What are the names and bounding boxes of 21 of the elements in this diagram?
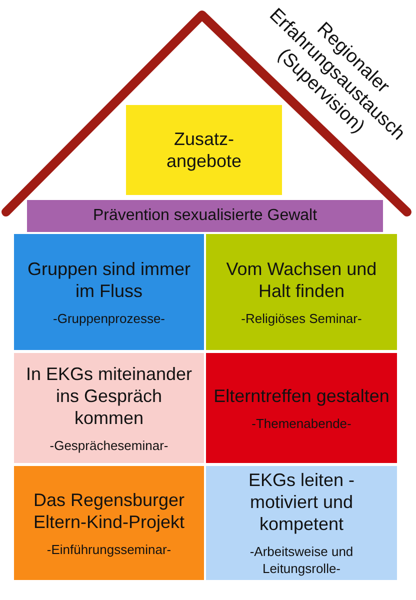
box-subtitle: -Gesprächeseminar- xyxy=(50,436,168,454)
box-subtitle: -Einführungsseminar- xyxy=(46,540,172,558)
seminar-box xyxy=(14,353,204,463)
box-title: Zusatz- angebote xyxy=(166,128,242,172)
seminar-box xyxy=(206,466,397,580)
prevention-band xyxy=(27,200,383,232)
box-title: In EKGs miteinander ins Gespräch kommen xyxy=(24,362,194,428)
box-title: Prävention sexualisierte Gewalt xyxy=(92,206,318,226)
seminar-box xyxy=(14,466,204,580)
box-title: Gruppen sind immer im Fluss xyxy=(26,258,192,302)
box-title: Elterntreffen gestalten xyxy=(214,384,390,406)
box-title: EKGs leiten - motiviert und kompetent xyxy=(247,469,356,535)
box-subtitle: -Gruppenprozesse- xyxy=(53,310,165,326)
box-subtitle: -Religiöses Seminar- xyxy=(241,310,362,326)
box-subtitle: -Arbeitsweise und Leitungsrolle- xyxy=(248,543,354,577)
box-title: Vom Wachsen und Halt finden xyxy=(225,258,378,302)
box-subtitle: -Themenabende- xyxy=(252,414,352,432)
seminar-box xyxy=(14,234,204,350)
seminar-box xyxy=(206,353,397,463)
box-title: Das Regensburger Eltern-Kind-Projekt xyxy=(32,488,186,532)
seminar-box xyxy=(206,234,397,350)
